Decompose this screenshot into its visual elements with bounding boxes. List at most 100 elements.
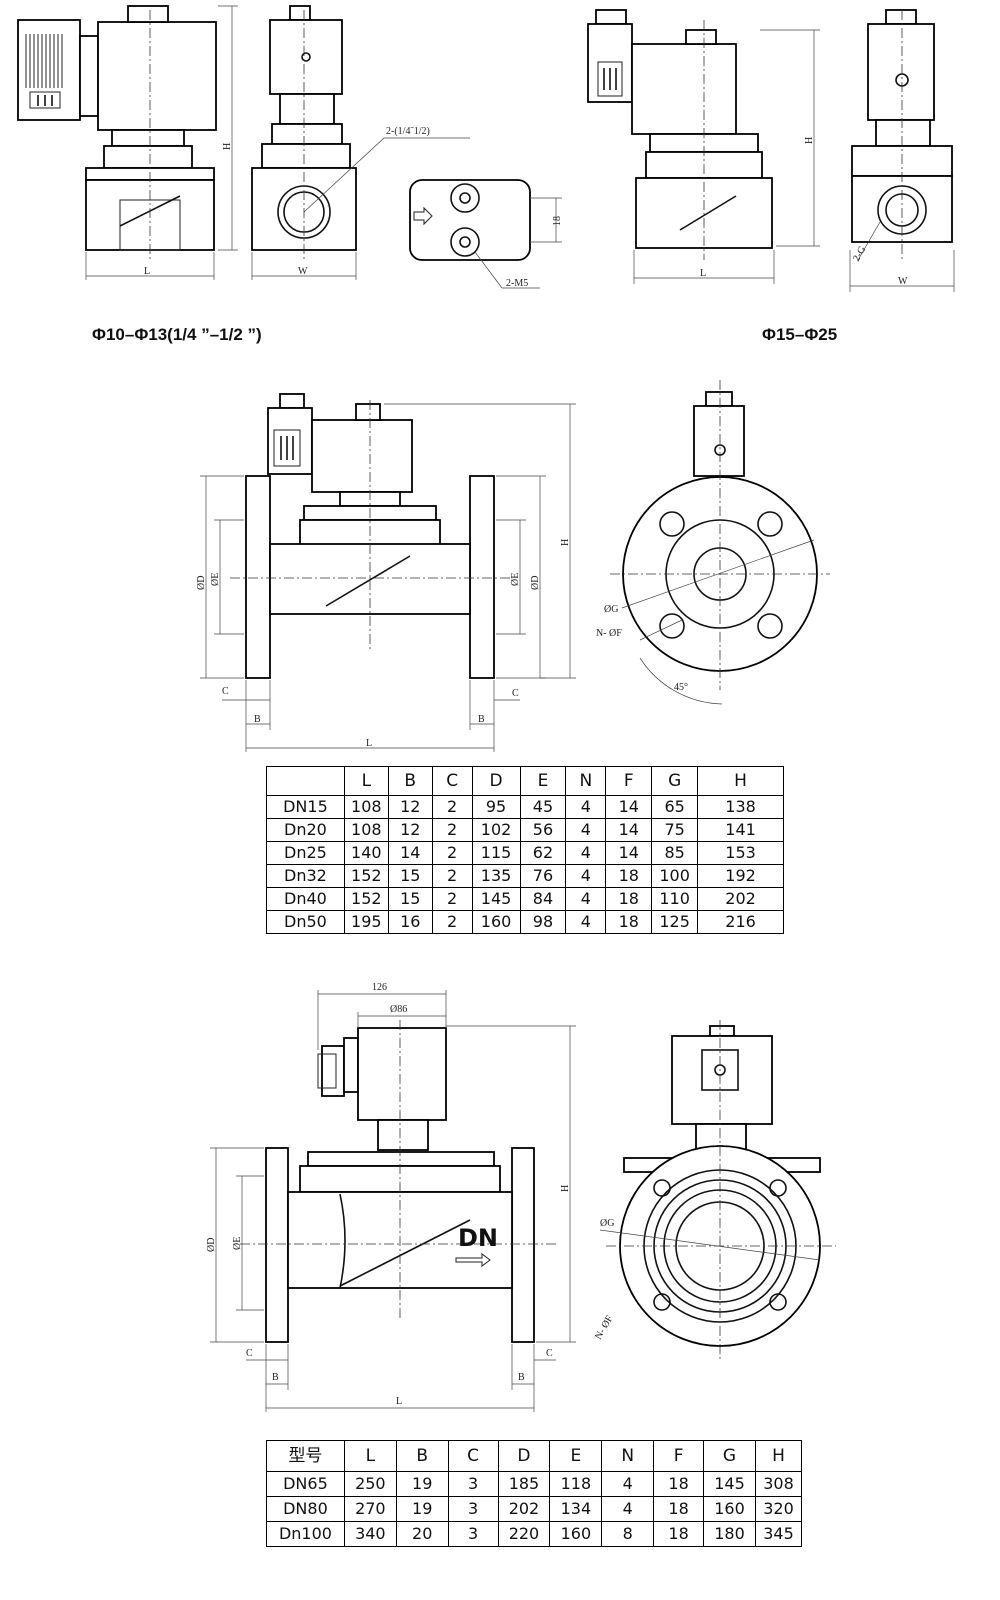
dim-small-w: W <box>298 266 308 277</box>
table-cell: 18 <box>653 1521 705 1547</box>
table-cell: 84 <box>519 887 567 911</box>
column-header: D <box>497 1440 551 1472</box>
flanged-valve-front-view <box>200 393 576 752</box>
table-cell: 85 <box>651 841 699 865</box>
model-cell: Dn50 <box>266 910 345 934</box>
table-cell: 65 <box>651 795 699 819</box>
table-cell: 145 <box>471 887 521 911</box>
table-cell: 3 <box>447 1471 499 1497</box>
table-cell: 15 <box>387 887 433 911</box>
column-header: L <box>343 766 389 796</box>
table-cell: 18 <box>653 1471 705 1497</box>
table-cell: 270 <box>343 1496 397 1522</box>
table-cell: 192 <box>697 864 784 888</box>
dim-c-left: C <box>222 686 229 697</box>
table-cell: 153 <box>697 841 784 865</box>
table-cell: 202 <box>497 1496 551 1522</box>
dim-flanged-l: L <box>366 738 372 749</box>
column-header: C <box>431 766 473 796</box>
table-cell: 3 <box>447 1496 499 1522</box>
dim-od-left: ØD <box>196 576 207 590</box>
table-cell: 140 <box>343 841 389 865</box>
table-cell: 14 <box>605 818 653 842</box>
table-cell: 4 <box>565 841 607 865</box>
table-cell: 14 <box>605 841 653 865</box>
table-cell: 138 <box>697 795 784 819</box>
table-cell: 12 <box>387 795 433 819</box>
table-cell: 95 <box>471 795 521 819</box>
table-cell: 141 <box>697 818 784 842</box>
table-cell: 56 <box>519 818 567 842</box>
table-cell: 3 <box>447 1521 499 1547</box>
dim-od-right: ØD <box>530 576 541 590</box>
table-cell: 20 <box>395 1521 449 1547</box>
dim-small-h: H <box>222 143 233 150</box>
table-cell: 2 <box>431 910 473 934</box>
large-valve-side-view <box>599 1020 836 1360</box>
large-valve-front-view <box>210 990 576 1412</box>
dim-c-right: C <box>512 688 519 699</box>
column-header: D <box>471 766 521 796</box>
column-header: B <box>395 1440 449 1472</box>
flanged-valve-side-view <box>610 380 830 705</box>
table-cell: 45 <box>519 795 567 819</box>
dim-mount-holes: 2-M5 <box>506 278 528 289</box>
column-header: E <box>549 1440 603 1472</box>
table-cell: 345 <box>754 1521 803 1547</box>
column-header: F <box>653 1440 705 1472</box>
dim-b-right: B <box>478 714 485 725</box>
mid-valve-side-view <box>849 9 955 292</box>
table-cell: 16 <box>387 910 433 934</box>
table-cell: 62 <box>519 841 567 865</box>
table-cell: 340 <box>343 1521 397 1547</box>
dim-large-b-right: B <box>518 1372 525 1383</box>
table-cell: 2 <box>431 864 473 888</box>
dim-large-nof: N- ØF <box>593 1313 616 1341</box>
table-cell: 118 <box>549 1471 603 1497</box>
table-cell: 195 <box>343 910 389 934</box>
table-cell: 220 <box>497 1521 551 1547</box>
table-cell: 320 <box>754 1496 803 1522</box>
table-cell: 4 <box>565 818 607 842</box>
table-cell: 250 <box>343 1471 397 1497</box>
table-cell: 2 <box>431 818 473 842</box>
column-header: H <box>697 766 784 796</box>
dim-b-left: B <box>254 714 261 725</box>
table-cell: 135 <box>471 864 521 888</box>
table-cell: 2 <box>431 841 473 865</box>
table-cell: 14 <box>605 795 653 819</box>
dn-flow-label: DN <box>458 1224 498 1252</box>
table-cell: 100 <box>651 864 699 888</box>
table-cell: 152 <box>343 887 389 911</box>
table-cell: 4 <box>565 887 607 911</box>
dim-large-c-left: C <box>246 1348 253 1359</box>
table-cell: 18 <box>605 887 653 911</box>
column-header: 型号 <box>266 1440 345 1472</box>
table-cell: 185 <box>497 1471 551 1497</box>
table-cell: 115 <box>471 841 521 865</box>
dimension-labels: L W H 2-(1/4˜1/2) 18 2-M5 L H W 2-G ØD Ø… <box>144 126 908 1407</box>
dim-oe-right: ØE <box>510 573 521 586</box>
model-cell: DN65 <box>266 1471 345 1497</box>
table-cell: 76 <box>519 864 567 888</box>
model-cell: Dn100 <box>266 1521 345 1547</box>
column-header <box>266 766 345 796</box>
table-cell: 4 <box>565 910 607 934</box>
table-cell: 160 <box>471 910 521 934</box>
column-header: N <box>565 766 607 796</box>
caption-mid-size: Φ15–Φ25 <box>762 325 838 344</box>
dim-large-og: ØG <box>600 1218 614 1229</box>
model-cell: Dn40 <box>266 887 345 911</box>
table-cell: 108 <box>343 795 389 819</box>
model-cell: Dn32 <box>266 864 345 888</box>
small-valve-front-view <box>17 5 238 280</box>
table-cell: 98 <box>519 910 567 934</box>
table-cell: 4 <box>565 864 607 888</box>
